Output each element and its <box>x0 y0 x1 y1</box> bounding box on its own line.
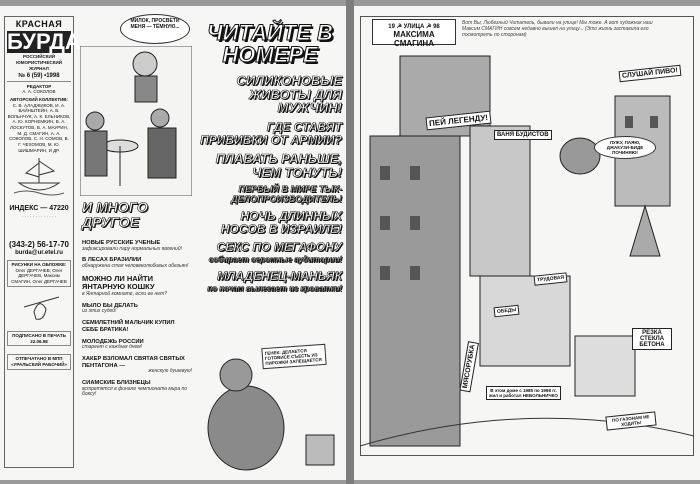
news-headline: В ЛЕСАХ БРАЗИЛИИ <box>82 257 142 264</box>
page-gutter <box>346 0 354 484</box>
cover-artists: Олег ДЕРГАЧЕВ, Олег ДЕРГАЧЕВ, Максим СМА… <box>11 267 67 284</box>
cartoon-grandma-and-men <box>80 46 192 196</box>
news-sub: встретятся в финале чемпионата мира по б… <box>82 385 188 398</box>
speech-balloon: МИЛОК, ПРОСВЕТИ МЕНЯ — ТЁМНУЮ... <box>120 14 190 44</box>
news-headline: ХАКЕР ВЗЛОМАЛ СВЯТАЯ СВЯТЫХ ПЕНТАГОНА — <box>82 355 185 369</box>
headlines-column: ЧИТАЙТЕ В НОМЕРЕ СИЛИКОНОВЫЕ ЖИВОТЫ ДЛЯ … <box>196 20 343 294</box>
news-headline: МОЖНО ЛИ НАЙТИ ЯНТАРНУЮ КОШКУ <box>82 273 155 292</box>
news-sub: обнаружена стая человеколюбивых обезьян! <box>82 263 189 270</box>
headline-sub: собирает огромные аудитории! <box>208 255 342 265</box>
headline: НОЧЬ ДЛИННЫХ НОСОВ В ИЗРАИЛЕ! <box>220 209 343 236</box>
printer-info: ОТПЕЧАТАНО В МПП «УРАЛЬСКИЙ РАБОЧИЙ» <box>7 354 71 370</box>
headline: СЕКС ПО МЕГАФОНУ <box>216 240 342 255</box>
news-headline: СИАМСКИЕ БЛИЗНЕЦЫ <box>82 380 151 386</box>
headline: ГДЕ СТАВЯТ ПРИВИВКИ ОТ АРМИИ? <box>200 119 342 147</box>
magazine-subtitle: РОССИЙСКИЙ ЮМОРИСТИЧЕСКИЙ ЖУРНАЛ <box>16 54 62 71</box>
bear-sign: ГЕНЕК: ДЕЛАЕТСЯ ГОТОВИСЕ СЪЕСТЬ ИЗ ПИРОЖ… <box>261 343 327 370</box>
sign-glass-cutting: РЕЗКА СТЕКЛА БЕТОНА <box>632 328 672 350</box>
sign-vanya: ВАНЯ БУДИСТОВ <box>494 130 552 140</box>
bear-cartoon <box>207 358 335 471</box>
news-headline: МОЛОДЕЖЬ РОССИИ <box>82 338 144 345</box>
subscription-index: ИНДЕКС — 47220 <box>9 204 69 212</box>
speech-balloon-repair: ЛУЖУ, ПАЯЮ, ДЖАКУЗИ-БИДЕ ПОЧИНЯЮ! <box>594 136 656 159</box>
news-sub: женскую душевую! <box>148 368 192 375</box>
editor-label: РЕДАКТОР <box>26 83 52 89</box>
illustration-frame <box>360 16 694 456</box>
news-sub: стареет с каждым днем! <box>82 344 143 351</box>
headline: СИЛИКОНОВЫЕ ЖИВОТЫ ДЛЯ МУЖЧИН! <box>236 73 342 116</box>
news-sub: зафиксировали пару нормальных явлений! <box>82 245 182 252</box>
news-headline: СЕМИЛЕТНИЙ МАЛЬЧИК КУПИЛ СЕБЕ БРАТИКА! <box>82 320 175 333</box>
title-line-1: 19 ☭ УЛИЦА ☭ 98 <box>388 24 440 30</box>
phone-number: (343-2) 56-17-70 <box>8 239 70 249</box>
logo-main: БУРДА <box>7 29 81 55</box>
logo-top: КРАСНАЯ <box>15 19 63 29</box>
memorial-plaque: В этом доме с 1985 по 1998 гг. жил и раб… <box>486 386 561 400</box>
authors-label: АВТОРСКИЙ КОЛЛЕКТИВ: <box>9 96 69 102</box>
cover-label: РИСУНКИ НА ОБЛОЖКЕ: <box>11 262 67 267</box>
news-sub: из этих судей! <box>82 308 117 315</box>
headline-sub: по ночам вылезает из кроватки! <box>207 284 342 294</box>
authors-list: С. В. АЛАДЖИКОВ, И. А. ВАЙНШТЕЙН, А. В. … <box>7 102 71 153</box>
issue-number: № 6 (59) •1998 <box>7 73 71 82</box>
title-line-2: МАКСИМА СМАГИНА <box>393 30 435 48</box>
headline: ПЛАВАТЬ РАНЬШЕ, ЧЕМ ТОНУТЬ! <box>215 151 342 180</box>
and-more-title: И МНОГО ДРУГОЕ <box>82 199 149 230</box>
left-page: КРАСНАЯ БУРДА РОССИЙСКИЙ ЮМОРИСТИЧЕСКИЙ … <box>0 6 346 480</box>
news-headline: МЫЛО БЫ ДЕЛАТЬ <box>82 302 138 309</box>
signed-to-print: ПОДПИСАНО В ПЕЧАТЬ 22.06.98 <box>7 331 71 347</box>
title-box: 19 ☭ УЛИЦА ☭ 98 МАКСИМА СМАГИНА <box>372 19 456 48</box>
right-page: 19 ☭ УЛИЦА ☭ 98 МАКСИМА СМАГИНА Вот Вы, … <box>354 6 700 480</box>
editor-name: А. А. СОКОЛОВ <box>22 89 56 95</box>
main-title: ЧИТАЙТЕ В НОМЕРЕ <box>207 20 334 67</box>
cover-credits: РИСУНКИ НА ОБЛОЖКЕ: Олег ДЕРГАЧЕВ, Олег … <box>7 260 71 287</box>
headline: ПЕРВЫЙ В МИРЕ ТЫК-ДЕЛОПРОИЗВОДИТЕЛЬ! <box>231 184 342 204</box>
headline: МЛАДЕНЕЦ-МАНЬЯК <box>217 269 343 284</box>
bird-illustration <box>23 296 60 320</box>
ship-illustration <box>13 158 65 196</box>
news-sub: в Янтарной комнате, если ее нет? <box>82 291 167 298</box>
fine-print-placeholder: · · · · · · · · · · · · · <box>21 213 57 219</box>
email-address: burda@ur.etel.ru <box>15 249 63 256</box>
intro-text: Вот Вы, Любезный Читатель, бывали на ули… <box>462 20 653 38</box>
street-illustration <box>360 55 694 447</box>
masthead-column: КРАСНАЯ БУРДА РОССИЙСКИЙ ЮМОРИСТИЧЕСКИЙ … <box>4 16 81 468</box>
news-headline: НОВЫЕ РУССКИЕ УЧЕНЫЕ <box>82 240 161 246</box>
